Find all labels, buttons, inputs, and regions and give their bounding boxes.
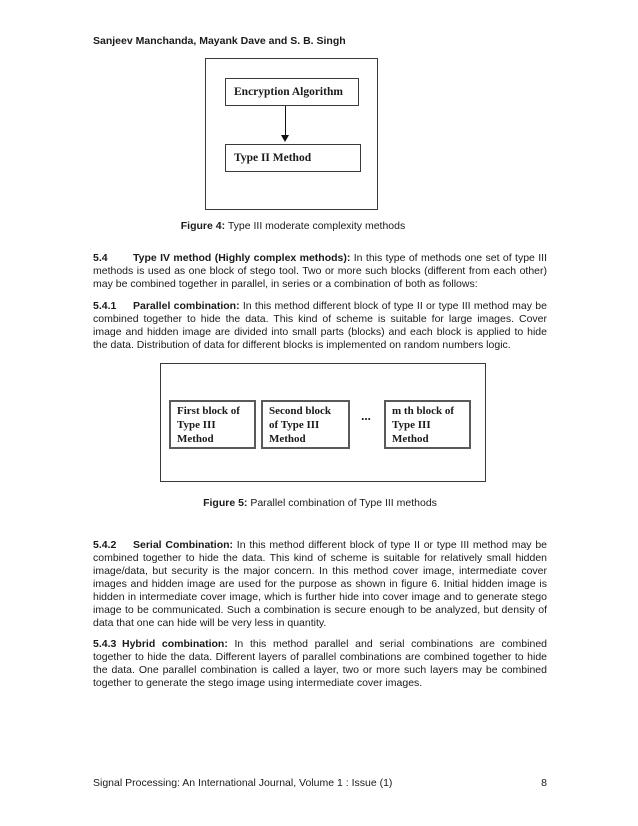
type-ii-method-box: Type II Method — [225, 144, 361, 172]
section-5-4-number: 5.4 — [93, 251, 108, 264]
encryption-algorithm-box: Encryption Algorithm — [225, 78, 359, 106]
type-ii-method-label: Type II Method — [234, 152, 312, 164]
figure4-caption-text: Type III moderate complexity methods — [225, 220, 406, 232]
section-5-4-paragraph: 5.4 Type IV method (Highly complex method… — [93, 252, 547, 291]
figure5-caption: Figure 5: Parallel combination of Type I… — [93, 497, 547, 510]
ellipsis-dots: ... — [361, 408, 371, 423]
section-5-4-2-heading: Serial Combination: — [133, 538, 234, 551]
section-5-4-body: In this type of methods one set of type … — [93, 251, 548, 290]
section-5-4-2-paragraph: 5.4.2 Serial Combination: In this method … — [93, 539, 547, 630]
mth-block-box: m th block of Type III Method — [384, 400, 471, 449]
section-5-4-2-body: In this method different block of type I… — [93, 538, 547, 629]
section-5-4-3-number: 5.4.3 — [93, 637, 117, 650]
section-5-4-1-body: In this method different block of type I… — [93, 299, 547, 351]
section-5-4-3-paragraph: 5.4.3 Hybrid combination: In this method … — [93, 638, 547, 690]
section-5-4-3-body: In this method parallel and serial combi… — [93, 637, 547, 689]
figure5-caption-label: Figure 5: — [203, 497, 248, 509]
figure5-diagram: First block of Type III Method Second bl… — [160, 363, 486, 482]
arrow-down-line — [285, 106, 286, 136]
section-5-4-3-heading: Hybrid combination: — [122, 637, 228, 650]
encryption-algorithm-label: Encryption Algorithm — [234, 86, 343, 98]
page-footer: Signal Processing: An International Jour… — [93, 777, 547, 790]
first-block-box: First block of Type III Method — [169, 400, 256, 449]
figure4-diagram: Encryption Algorithm Type II Method — [205, 58, 378, 210]
section-5-4-1-paragraph: 5.4.1 Parallel combination: In this metho… — [93, 300, 547, 352]
footer-journal-line: Signal Processing: An International Jour… — [93, 777, 393, 789]
author-line: Sanjeev Manchanda, Mayank Dave and S. B.… — [93, 35, 346, 47]
figure5-caption-text: Parallel combination of Type III methods — [247, 497, 437, 509]
page-number: 8 — [541, 777, 547, 789]
figure4-caption-label: Figure 4: — [180, 220, 226, 232]
section-5-4-1-heading: Parallel combination: — [133, 299, 240, 312]
second-block-box: Second block of Type III Method — [261, 400, 350, 449]
section-5-4-1-number: 5.4.1 — [93, 299, 117, 312]
section-5-4-heading: Type IV method (Highly complex methods): — [133, 251, 351, 264]
section-5-4-2-number: 5.4.2 — [93, 538, 117, 551]
figure4-caption: Figure 4: Type III moderate complexity m… — [66, 220, 520, 233]
arrow-down-icon — [281, 135, 289, 142]
